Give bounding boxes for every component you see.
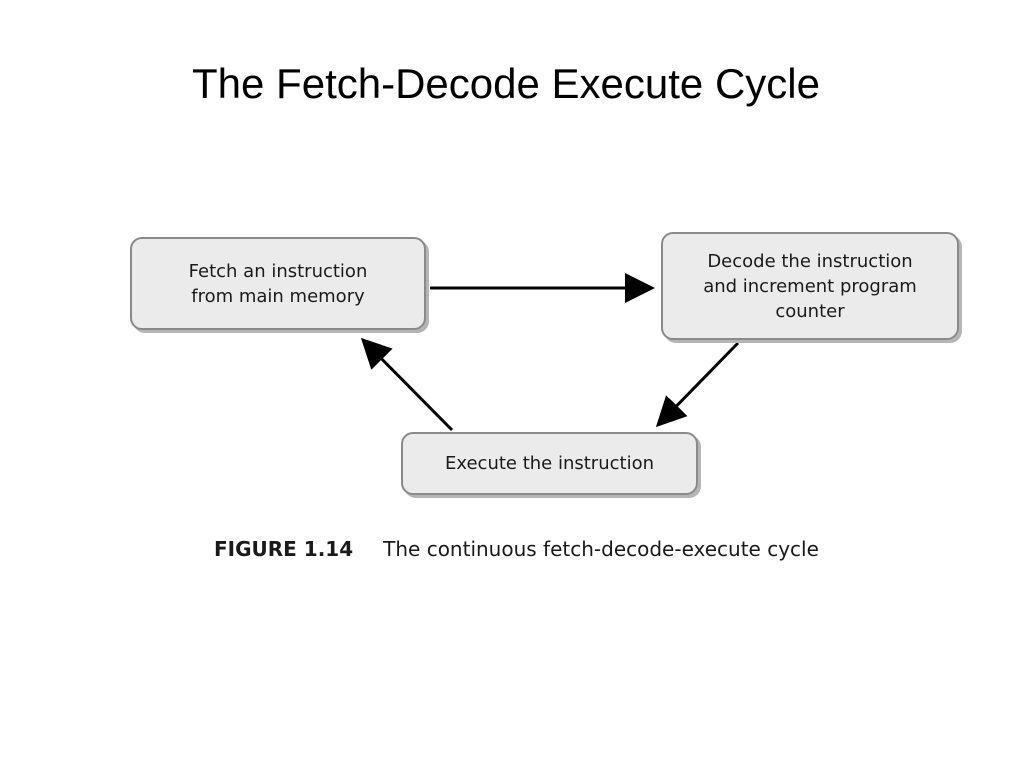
slide-title: The Fetch-Decode Execute Cycle	[192, 60, 820, 107]
figure-label: FIGURE 1.14	[214, 537, 354, 561]
execute-step-box: Execute the instruction	[401, 432, 698, 495]
arrow-execute-to-fetch	[360, 337, 454, 432]
figure-caption: FIGURE 1.14 The continuous fetch-decode-e…	[214, 537, 819, 561]
decode-step-box: Decode the instruction and increment pro…	[661, 232, 959, 340]
fetch-step-box: Fetch an instruction from main memory	[130, 237, 426, 330]
figure-caption-text: The continuous fetch-decode-execute cycl…	[383, 537, 819, 561]
arrow-decode-to-execute	[655, 341, 740, 428]
